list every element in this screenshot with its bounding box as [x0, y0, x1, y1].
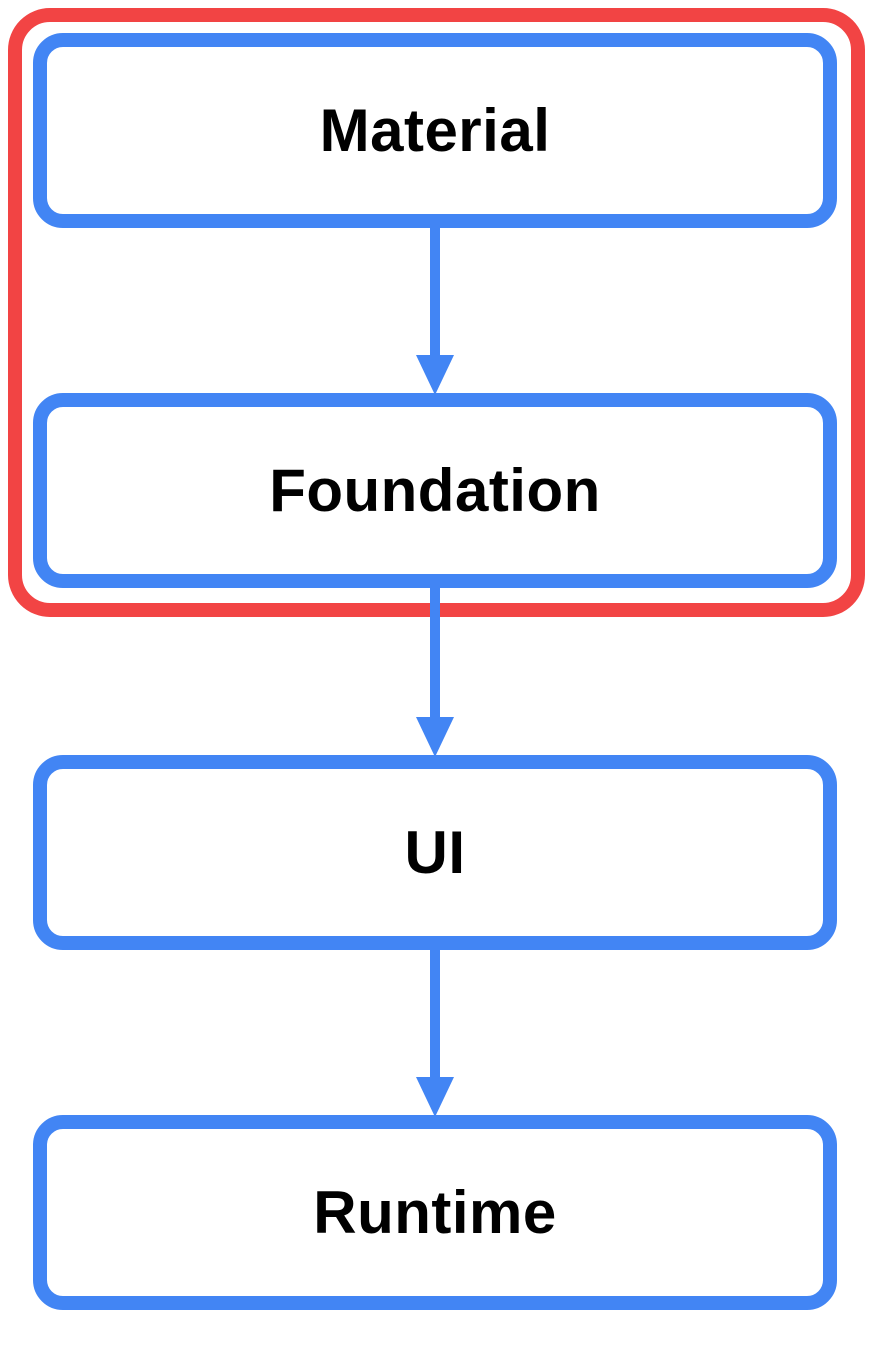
arrow-stem: [430, 588, 440, 717]
node-runtime: Runtime: [33, 1115, 837, 1310]
node-ui: UI: [33, 755, 837, 950]
edge-material-to-foundation: [416, 226, 454, 395]
node-foundation-label: Foundation: [269, 457, 601, 524]
highlight-group-outline: [8, 8, 865, 617]
arrow-down-icon: [416, 717, 454, 757]
arrow-stem: [430, 226, 440, 355]
arrow-down-icon: [416, 355, 454, 395]
node-runtime-label: Runtime: [313, 1179, 557, 1246]
edge-ui-to-runtime: [416, 948, 454, 1117]
arrow-down-icon: [416, 1077, 454, 1117]
node-foundation: Foundation: [33, 393, 837, 588]
arrow-stem: [430, 948, 440, 1077]
edge-foundation-to-ui: [416, 588, 454, 757]
node-material: Material: [33, 33, 837, 228]
node-material-label: Material: [319, 97, 551, 164]
node-ui-label: UI: [404, 819, 466, 886]
